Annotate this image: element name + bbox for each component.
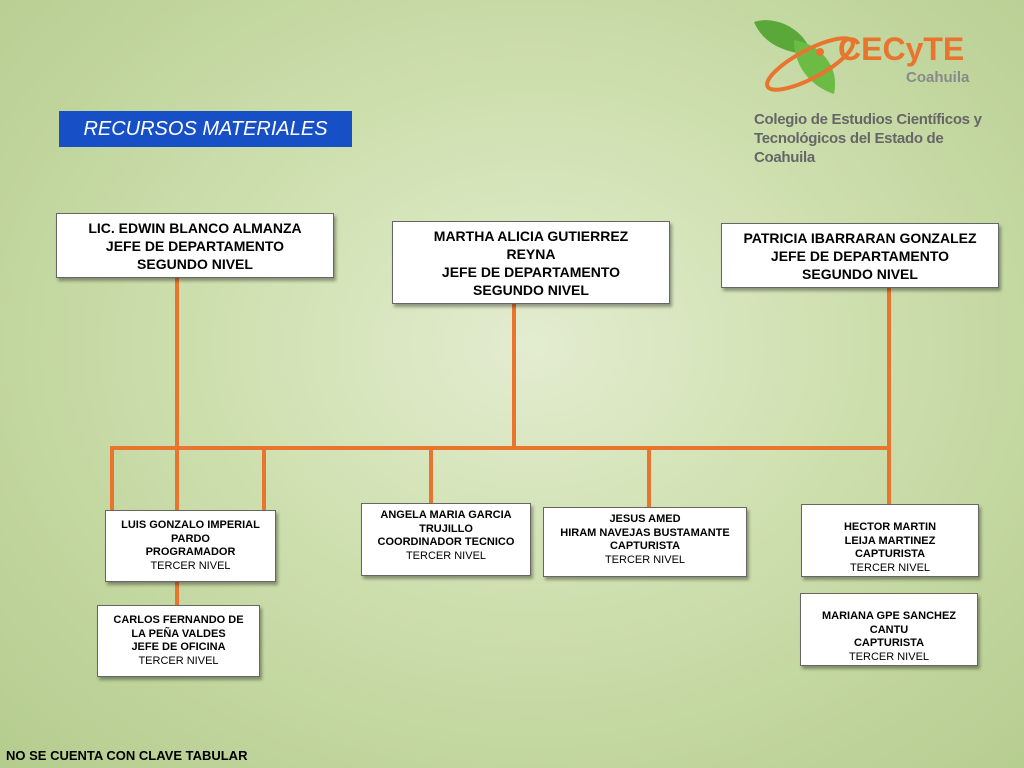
box-line: LUIS GONZALO IMPERIAL [121,519,260,531]
box-line: SEGUNDO NIVEL [473,281,589,298]
box-line: CAPTURISTA [853,637,925,649]
page-title: RECURSOS MATERIALES [59,111,352,147]
box-line: LA PEÑA VALDES [131,627,226,640]
box-line: MARTHA ALICIA GUTIERREZ [433,227,629,244]
org-box-luis-gonzalo: LUIS GONZALO IMPERIAL PARDO PROGRAMADOR … [105,510,276,582]
box-level: TERCER NIVEL [604,553,686,566]
box-line: SEGUNDO NIVEL [802,265,918,282]
box-level: TERCER NIVEL [150,559,231,572]
box-line: CANTU [869,623,909,636]
box-line: JEFE DE OFICINA [131,641,226,653]
org-box-edwin-blanco: LIC. EDWIN BLANCO ALMANZA JEFE DE DEPART… [56,213,334,278]
box-line: PATRICIA IBARRARAN GONZALEZ [743,229,977,246]
logo-region: Coahuila [906,69,970,86]
logo-orbit [765,36,855,92]
box-line: LEIJA MARTINEZ [844,534,936,547]
box-line: CAPTURISTA [609,540,681,552]
box-line: REYNA [506,245,556,262]
box-level: TERCER NIVEL [848,650,930,663]
box-line: MARIANA GPE SANCHEZ [821,610,957,622]
logo-leaf-lower [794,40,836,94]
box-line: HECTOR MARTIN [843,521,937,533]
box-line: PROGRAMADOR [145,546,236,558]
box-line: JESUS AMED [609,513,681,525]
box-level: TERCER NIVEL [138,654,219,667]
org-box-jesus-amed: JESUS AMED HIRAM NAVEJAS BUSTAMANTE CAPT… [543,507,747,577]
logo-desc-line-2: Tecnológicos del Estado de Coahuila [754,130,944,166]
box-line: PARDO [171,532,210,545]
org-box-carlos-fernando: CARLOS FERNANDO DE LA PEÑA VALDES JEFE D… [97,605,260,677]
logo-description: Colegio de Estudios Científicos y Tecnol… [754,110,984,167]
box-line: JEFE DE DEPARTAMENTO [105,237,285,254]
box-line: HIRAM NAVEJAS BUSTAMANTE [560,526,730,539]
org-box-hector-martin: HECTOR MARTIN LEIJA MARTINEZ CAPTURISTA … [801,504,979,577]
box-level: TERCER NIVEL [405,549,487,562]
footer-note: NO SE CUENTA CON CLAVE TABULAR [6,748,248,763]
box-line: LIC. EDWIN BLANCO ALMANZA [88,219,302,236]
box-line: JEFE DE DEPARTAMENTO [441,263,621,280]
org-box-mariana-sanchez: MARIANA GPE SANCHEZ CANTU CAPTURISTA TER… [800,593,978,666]
org-box-patricia-ibarraran: PATRICIA IBARRARAN GONZALEZ JEFE DE DEPA… [721,223,999,288]
org-box-martha-gutierrez: MARTHA ALICIA GUTIERREZ REYNA JEFE DE DE… [392,221,670,304]
box-level: TERCER NIVEL [849,561,931,574]
org-box-angela-garcia: ANGELA MARIA GARCIA TRUJILLO COORDINADOR… [361,503,531,576]
box-line: TRUJILLO [419,522,473,535]
logo-desc-line-1: Colegio de Estudios Científicos y [754,111,982,128]
box-line: COORDINADOR TECNICO [377,536,515,548]
box-line: SEGUNDO NIVEL [137,255,253,272]
cecyte-logo: CECyTE Coahuila [750,14,980,111]
box-line: CARLOS FERNANDO DE [113,614,244,626]
logo-dot [816,48,824,56]
logo-brand: CECyTE [838,31,964,67]
box-line: CAPTURISTA [854,548,926,560]
box-line: JEFE DE DEPARTAMENTO [770,247,950,264]
box-line: ANGELA MARIA GARCIA [380,509,512,521]
